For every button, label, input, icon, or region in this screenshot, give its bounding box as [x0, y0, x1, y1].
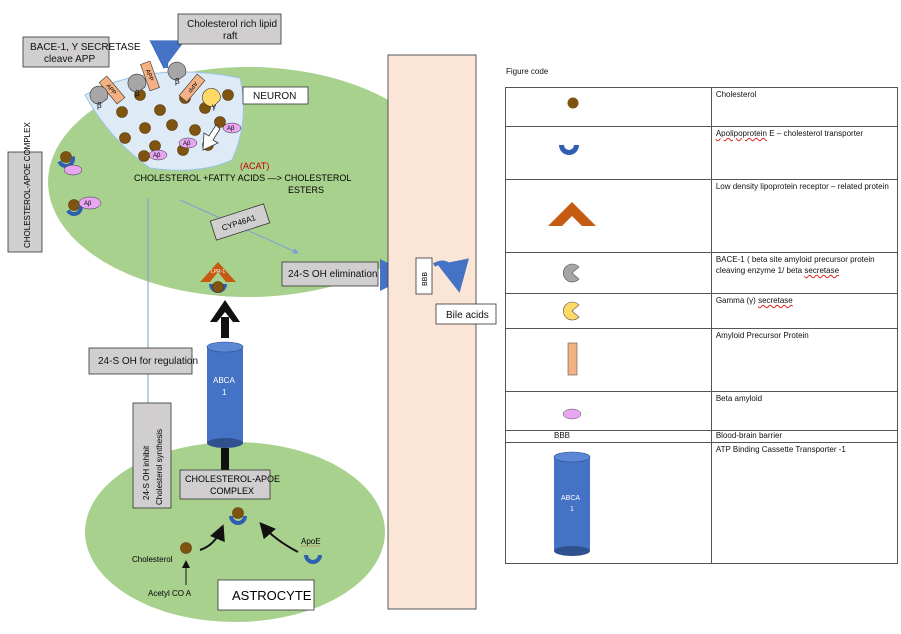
- legend-text: ATP Binding Cassette Transporter -1: [710, 441, 899, 564]
- svg-text:1: 1: [570, 506, 574, 513]
- legend-text: Blood-brain barrier: [710, 430, 899, 443]
- legend-text: Low density lipoprotein receptor – relat…: [710, 179, 899, 253]
- beta-label: β: [135, 89, 140, 98]
- regulation-box: [88, 347, 193, 375]
- cyp-box: CYP46A1: [209, 203, 271, 241]
- bbb-label: BBB: [422, 272, 429, 286]
- legend-text: Apolipoprotein E – cholesterol transport…: [710, 126, 899, 180]
- neuron-label: NEURON: [253, 91, 296, 102]
- abca-label-1: ABCA: [213, 376, 235, 385]
- abca-icon: ABCA 1: [553, 451, 591, 556]
- inhibit-line-2: Cholesterol synthesis: [155, 429, 164, 505]
- legend-row: Beta amyloid: [505, 391, 899, 431]
- lrp-label: LPR-1: [211, 269, 225, 275]
- legend-row: Apolipoprotein E – cholesterol transport…: [505, 126, 899, 180]
- acetyl-label: Acetyl CO A: [148, 589, 192, 598]
- apoe-complex-astro-1: CHOLESTEROL-APOE: [185, 474, 280, 484]
- elimination-box: [281, 261, 379, 287]
- apoe-cup-icon: [559, 145, 579, 155]
- legend-text: Amyloid Precursor Protein: [710, 328, 899, 392]
- astro-cholesterol-label: Cholesterol: [132, 555, 173, 564]
- beta-label: β: [97, 101, 102, 110]
- legend-text: Beta amyloid: [710, 391, 899, 431]
- legend-text: BACE-1 ( beta site amyloid precursor pro…: [710, 252, 899, 294]
- acat-label: (ACAT): [240, 161, 269, 171]
- legend-row: BBB Blood-brain barrier: [505, 430, 899, 443]
- svg-text:ABCA: ABCA: [561, 495, 580, 502]
- neuron-label-box: [242, 86, 309, 105]
- abeta-ovals: Aβ Aβ Aβ: [148, 122, 242, 161]
- regulation-label: 24-S OH for regulation: [98, 356, 198, 367]
- apoe-to-complex-arrow: [259, 521, 299, 553]
- astrocyte-label-box: [217, 579, 315, 611]
- svg-text:Aβ: Aβ: [183, 141, 191, 147]
- legend-row: Low density lipoprotein receptor – relat…: [505, 179, 899, 253]
- app-icon: [567, 342, 578, 376]
- apoe-complex-astro-box: [179, 469, 271, 500]
- apoe-complex-left-box: [7, 151, 43, 253]
- app-label: APP: [144, 69, 154, 82]
- legend-text: Cholesterol: [710, 87, 899, 127]
- raft-line-2: raft: [223, 31, 238, 42]
- abca-label-2: 1: [222, 388, 227, 397]
- legend-row: Cholesterol: [505, 87, 899, 127]
- bace-line-1: BACE-1, Y SECRETASE: [30, 42, 141, 53]
- lrp-receptor: LPR-1: [200, 262, 236, 293]
- neuron-abeta-left: [63, 164, 83, 176]
- bbb-symbol: BBB: [505, 430, 712, 443]
- legend-row: ABCA 1 ATP Binding Cassette Transporter …: [505, 441, 899, 564]
- elimination-label: 24-S OH elimination: [288, 269, 377, 280]
- legend-title: Figure code: [506, 67, 549, 76]
- apoe-complex-left-label: CHOLESTEROL-APOE COMPLEX: [23, 122, 32, 248]
- raft-box: [177, 13, 282, 45]
- raft-curve-arrow: [149, 40, 186, 70]
- gamma-label: γ: [212, 102, 216, 111]
- legend-text: Gamma (γ) secretase: [710, 293, 899, 329]
- gamma-secretase: γ: [202, 88, 221, 111]
- cholesterol-icon: [567, 97, 579, 109]
- raft-down-arrow: [202, 124, 221, 151]
- lrp-chevron-icon: [548, 202, 596, 226]
- beta-label: β: [175, 77, 180, 86]
- bile-label: Bile acids: [446, 310, 489, 321]
- astro-complex-chol: [232, 507, 244, 519]
- bace-icon: [562, 263, 580, 283]
- gamma-secretase-icon: [562, 301, 580, 321]
- left-complex-2: Aβ: [66, 196, 102, 220]
- bace-line-2: cleave APP: [44, 54, 95, 65]
- legend-row: Amyloid Precursor Protein: [505, 328, 899, 392]
- legend-row: Gamma (γ) secretase: [505, 293, 899, 329]
- reaction-line-2: ESTERS: [288, 185, 324, 195]
- bile-box: [435, 303, 497, 325]
- abca-up-arrowhead: [210, 300, 240, 322]
- apoe-label: ApoE: [301, 537, 321, 546]
- inhibit-box: [132, 402, 172, 509]
- reaction-line-1: CHOLESTEROL +FATTY ACIDS —> CHOLESTEROL: [134, 173, 351, 183]
- neuron-cholesterol: [138, 150, 150, 162]
- raft-line-1: Cholesterol rich lipid: [187, 19, 277, 30]
- bace-box: [22, 36, 110, 68]
- chol-to-complex-arrow: [199, 524, 225, 551]
- legend-table: Cholesterol Apolipoprotein E – cholester…: [505, 87, 899, 564]
- svg-text:Aβ: Aβ: [84, 201, 92, 207]
- astro-cholesterol: [180, 542, 192, 554]
- astrocyte-label: ASTROCYTE: [232, 588, 312, 603]
- apoe-complex-astro-2: COMPLEX: [210, 486, 254, 496]
- legend-row: BACE-1 ( beta site amyloid precursor pro…: [505, 252, 899, 294]
- svg-text:Aβ: Aβ: [153, 153, 161, 159]
- bbb-band: [387, 54, 477, 610]
- inhibit-line-1: 24-S OH inhibit: [142, 445, 151, 500]
- abca-pillar: ABCA 1: [206, 341, 244, 448]
- svg-text:Aβ: Aβ: [227, 126, 235, 132]
- abeta-icon: [562, 408, 582, 420]
- bile-arrow: [433, 258, 469, 293]
- bbb-label-box: [415, 257, 433, 295]
